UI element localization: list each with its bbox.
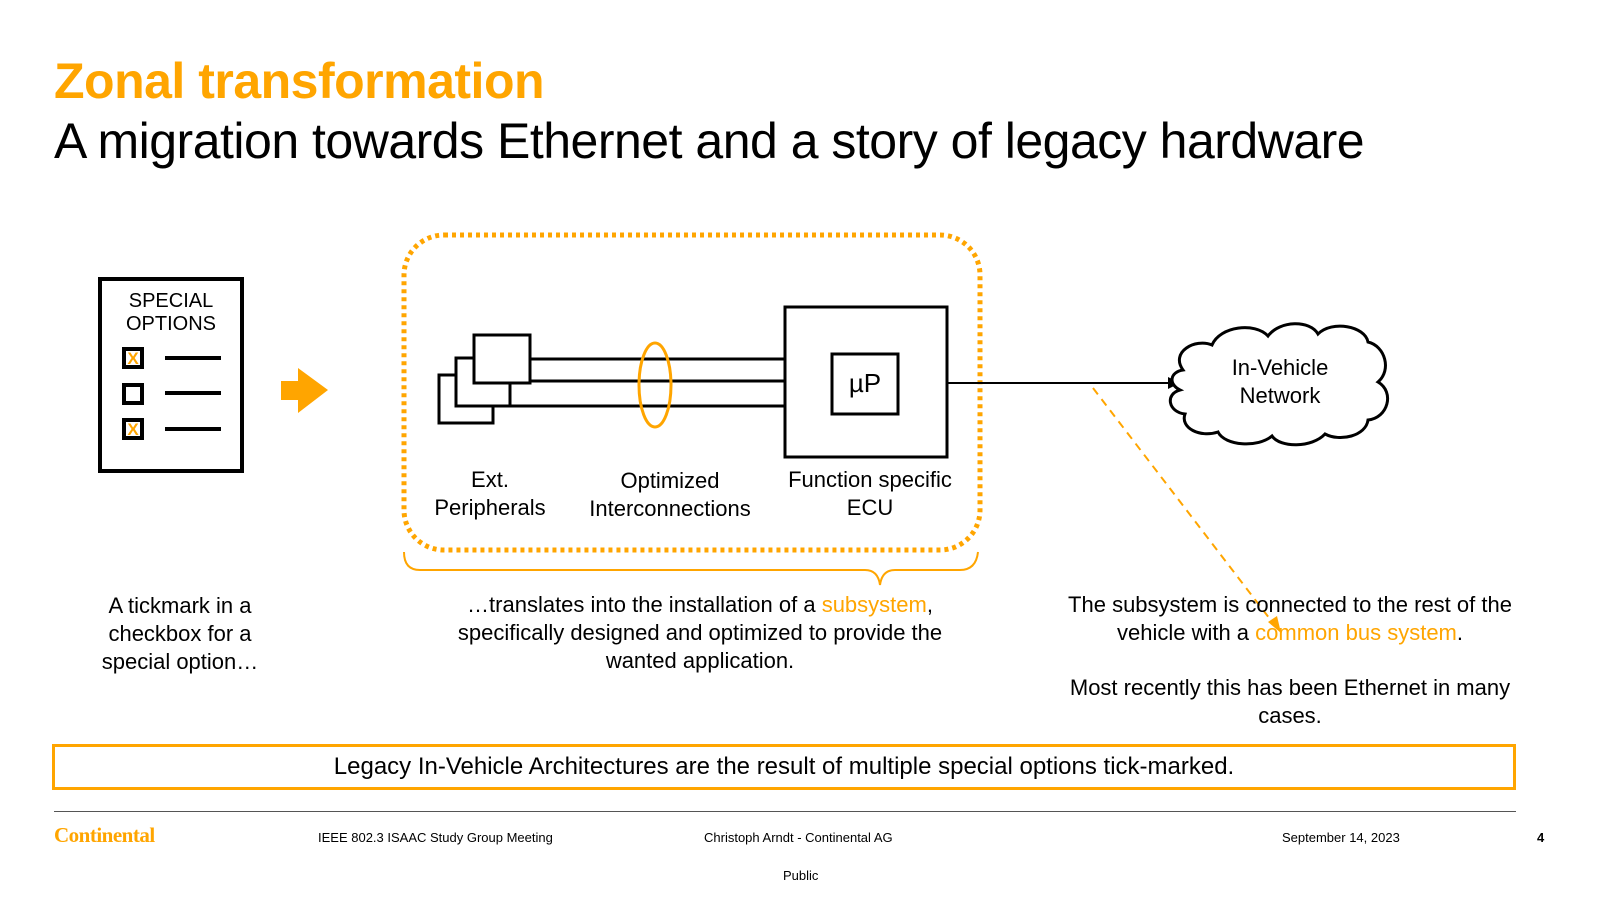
caption-left: A tickmark in a checkbox for a special o… xyxy=(80,592,280,676)
footer-author: Christoph Arndt - Continental AG xyxy=(704,830,893,845)
peripherals-icon xyxy=(437,333,532,425)
caption-right-line1: The subsystem is connected to the rest o… xyxy=(1068,592,1512,617)
caption-middle-prefix: …translates into the installation of a xyxy=(467,592,822,617)
options-heading-line1: SPECIAL xyxy=(128,290,214,312)
caption-middle: …translates into the installation of a s… xyxy=(420,591,980,675)
peripherals-label-line2: Peripherals xyxy=(434,495,546,520)
interconnections-label: Optimized Interconnections xyxy=(575,467,765,523)
checkbox-3: X xyxy=(122,418,221,440)
interconnection-lines xyxy=(510,357,785,408)
caption-right-prefix: vehicle with a xyxy=(1116,620,1256,645)
network-label-line2: Network xyxy=(1239,383,1321,408)
footer-event: IEEE 802.3 ISAAC Study Group Meeting xyxy=(318,830,553,845)
processor-label: µP xyxy=(848,368,882,398)
spacer xyxy=(1040,647,1540,674)
caption-right: The subsystem is connected to the rest o… xyxy=(1040,591,1540,730)
summary-text: Legacy In-Vehicle Architectures are the … xyxy=(333,753,1235,780)
ecu-label-line1: Function specific xyxy=(788,467,952,492)
interconnections-label-line2: Interconnections xyxy=(589,496,751,521)
interconnection-ellipse-icon xyxy=(637,341,673,429)
network-label-line1: In-Vehicle xyxy=(1231,355,1329,380)
footer-page-number: 4 xyxy=(1537,830,1545,845)
processor-box xyxy=(830,352,900,416)
summary-box: Legacy In-Vehicle Architectures are the … xyxy=(52,744,1516,790)
caption-left-line2: checkbox for a xyxy=(108,621,252,646)
caption-middle-line3: wanted application. xyxy=(605,648,795,673)
continental-logo: Continental xyxy=(54,823,155,847)
caption-right-line2: vehicle with a common bus system. xyxy=(1040,619,1540,647)
interconnections-label-line1: Optimized xyxy=(620,468,720,493)
highlight-subsystem: subsystem xyxy=(821,592,927,617)
options-card-heading: SPECIAL OPTIONS xyxy=(100,290,242,336)
checkmark-x-icon: X xyxy=(127,349,139,368)
checkbox-1: X xyxy=(122,347,221,369)
slide-subtitle: A migration towards Ethernet and a story… xyxy=(54,113,1365,169)
curly-brace xyxy=(403,551,979,586)
checkbox-2 xyxy=(122,383,221,405)
slide-title: Zonal transformation xyxy=(54,53,545,109)
subsystem-boundary xyxy=(401,232,983,553)
peripherals-label-line1: Ext. xyxy=(471,467,509,492)
right-arrow-icon xyxy=(281,368,328,413)
caption-left-line1: A tickmark in a xyxy=(108,593,252,618)
caption-left-line3: special option… xyxy=(101,649,259,674)
network-label: In-Vehicle Network xyxy=(1205,354,1355,410)
options-heading-line2: OPTIONS xyxy=(125,313,216,335)
caption-right-suffix: . xyxy=(1456,620,1464,645)
cloud-icon xyxy=(1169,322,1389,447)
caption-middle-line1: …translates into the installation of a s… xyxy=(420,591,980,619)
footer-date: September 14, 2023 xyxy=(1282,830,1400,845)
footer-divider xyxy=(54,811,1516,812)
ecu-label: Function specific ECU xyxy=(775,466,965,522)
highlight-common-bus: common bus system xyxy=(1255,620,1457,645)
ecu-label-line2: ECU xyxy=(846,495,894,520)
caption-right-line3: Most recently this has been Ethernet in … xyxy=(1069,675,1511,700)
peripherals-label: Ext. Peripherals xyxy=(420,466,560,522)
annotation-arrowhead-icon xyxy=(1268,616,1281,633)
special-options-card: X X xyxy=(98,277,244,473)
caption-middle-suffix: , xyxy=(926,592,933,617)
footer-classification: Public xyxy=(783,868,819,883)
caption-middle-line2: specifically designed and optimized to p… xyxy=(457,620,943,645)
caption-right-line4: cases. xyxy=(1258,703,1322,728)
checkmark-x-icon: X xyxy=(127,420,139,439)
